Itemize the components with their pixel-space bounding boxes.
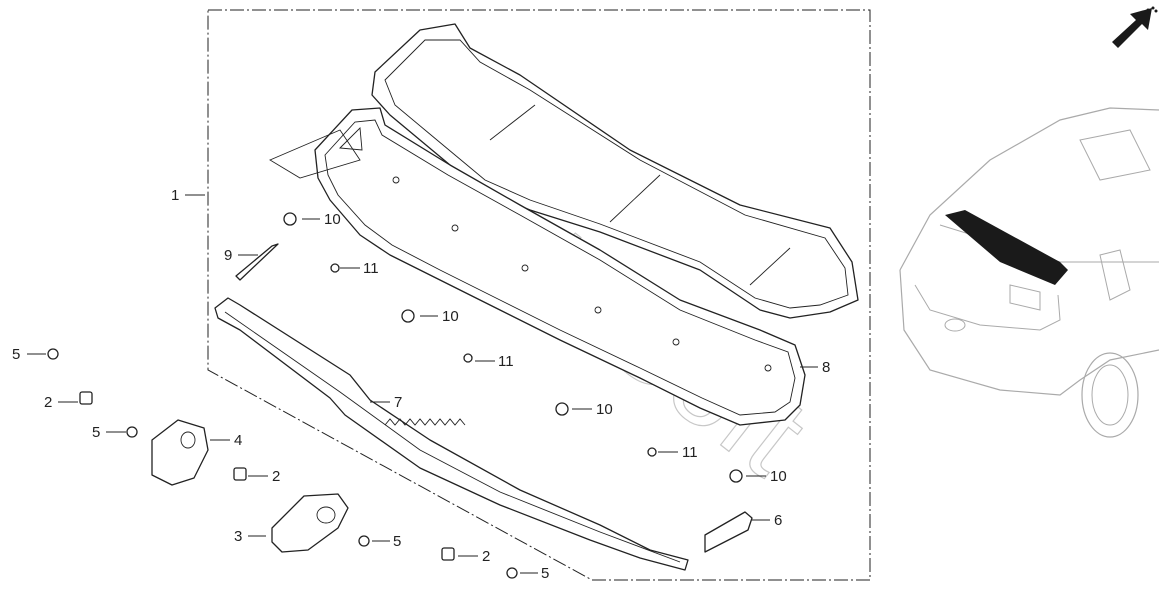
nut-fastener — [79, 391, 455, 561]
callout-8: 8 — [822, 359, 830, 376]
callout-11: 11 — [498, 353, 514, 370]
upper-spoiler-cover — [371, 23, 859, 319]
callout-4: 4 — [234, 432, 242, 449]
callout-10: 10 — [770, 468, 787, 485]
callout-11: 11 — [363, 260, 379, 277]
callout-1: 1 — [171, 187, 179, 204]
inner-trim-panel — [269, 107, 806, 426]
callout-5: 5 — [12, 346, 20, 363]
callout-7: 7 — [394, 394, 402, 411]
cap-part-3 — [271, 493, 349, 553]
clip-fastener — [330, 263, 657, 457]
callout-2: 2 — [272, 468, 280, 485]
small-strip-part — [235, 243, 279, 281]
callout-10: 10 — [596, 401, 613, 418]
assembly-frame — [207, 9, 871, 581]
leader-lines — [27, 194, 818, 574]
callout-2: 2 — [44, 394, 52, 411]
small-wedge-part — [704, 511, 753, 553]
callout-10: 10 — [324, 211, 341, 228]
callout-5: 5 — [393, 533, 401, 550]
suv-rear-view-icon — [899, 107, 1159, 438]
cap-part-4 — [151, 419, 209, 486]
screw-fastener — [47, 348, 518, 579]
weatherstrip-part — [214, 297, 689, 571]
callout-11: 11 — [682, 444, 698, 461]
callout-5: 5 — [541, 565, 549, 582]
callout-3: 3 — [234, 528, 242, 545]
arrow-up-right-icon — [1112, 6, 1158, 48]
callout-6: 6 — [774, 512, 782, 529]
callout-10: 10 — [442, 308, 459, 325]
callout-2: 2 — [482, 548, 490, 565]
callout-5: 5 — [92, 424, 100, 441]
callout-labels: 1 10 11 9 10 11 7 8 10 11 10 6 4 2 3 5 2… — [12, 187, 830, 582]
callout-9: 9 — [224, 247, 232, 264]
grommet-fastener — [283, 212, 743, 483]
